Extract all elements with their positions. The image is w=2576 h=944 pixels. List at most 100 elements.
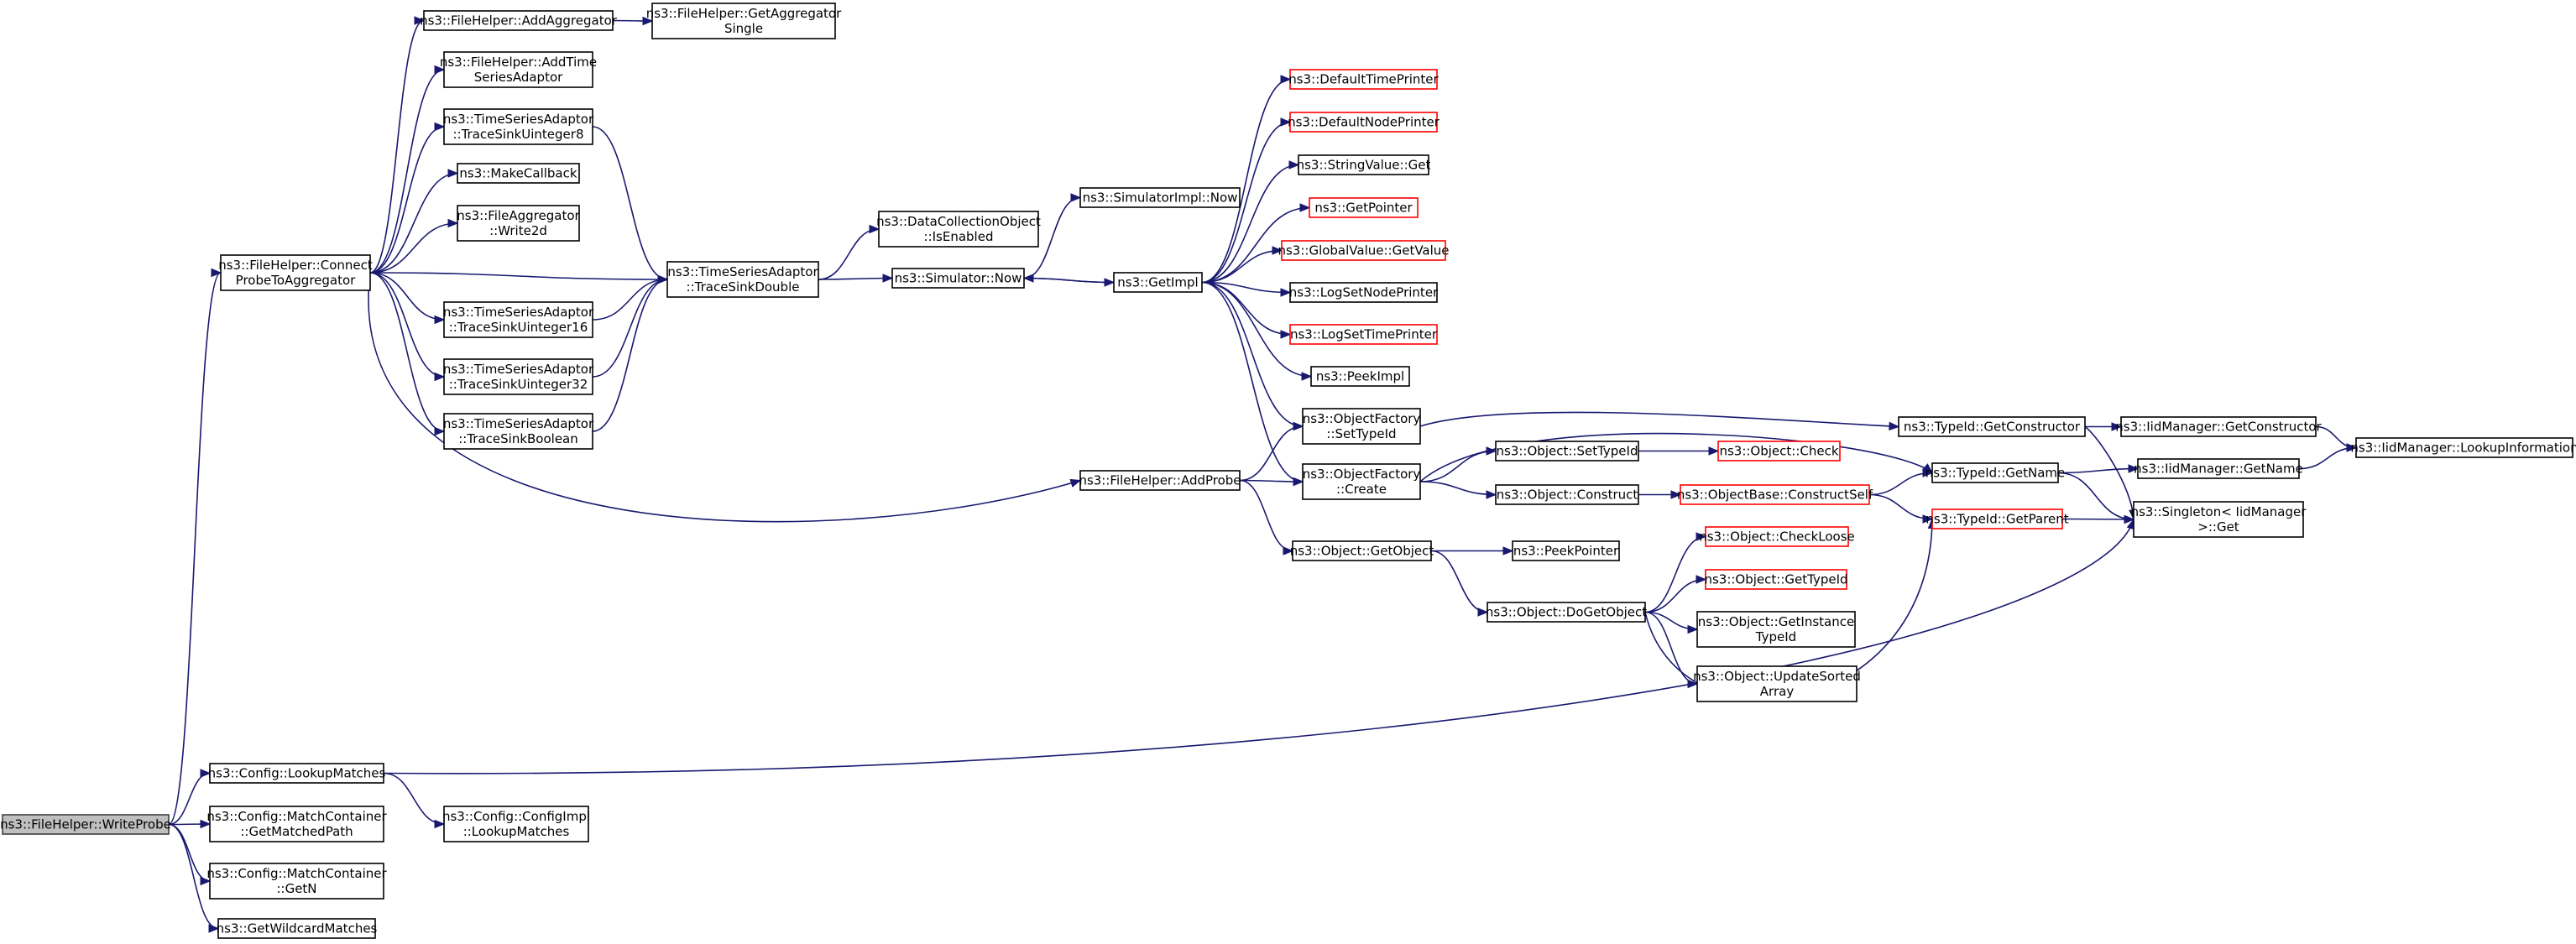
node-write2d[interactable]: ns3::FileAggregator::Write2d: [457, 205, 581, 242]
node-addagg[interactable]: ns3::FileHelper::AddAggregator: [420, 10, 618, 31]
node-dcoenabled[interactable]: ns3::DataCollectionObject::IsEnabled: [876, 211, 1041, 248]
node-iidgetctor[interactable]: ns3::IidManager::GetConstructor: [2115, 416, 2323, 437]
edge-addprobe-to-getobject: [1239, 479, 1293, 552]
node-objgettid[interactable]: ns3::Object::GetTypeId: [1704, 569, 1848, 590]
node-box: [1705, 569, 1847, 590]
node-lookupmatches[interactable]: ns3::Config::LookupMatches: [208, 763, 386, 784]
arrowhead-getimpl-to-strget: [1288, 160, 1300, 170]
node-label: ns3::PeekPointer: [1513, 544, 1619, 559]
node-logsettime[interactable]: ns3::LogSetTimePrinter: [1289, 324, 1438, 345]
edge-writeprobe-to-connect: [168, 272, 222, 826]
node-mcgetpath[interactable]: ns3::Config::MatchContainer::GetMatchedP…: [206, 806, 387, 842]
node-objcheck[interactable]: ns3::Object::Check: [1717, 441, 1841, 462]
edge-connect-to-addagg: [369, 19, 425, 274]
node-deftime[interactable]: ns3::DefaultTimePrinter: [1288, 69, 1440, 90]
node-label: ::GetMatchedPath: [240, 824, 353, 839]
node-ofcreate[interactable]: ns3::ObjectFactory::Create: [1302, 463, 1421, 500]
node-addprobe[interactable]: ns3::FileHelper::AddProbe: [1079, 470, 1241, 491]
edge-connect-to-write2d: [369, 222, 458, 274]
node-label: ::GetN: [276, 881, 316, 896]
node-box: [1512, 540, 1620, 561]
edge-tidgetname-to-iidgetname: [2057, 467, 2139, 474]
node-box: [1298, 154, 1429, 175]
node-iidgetname[interactable]: ns3::IidManager::GetName: [2134, 458, 2303, 479]
edge-getimpl-to-ofcreate: [1201, 281, 1304, 482]
node-label: ::TraceSinkBoolean: [458, 431, 578, 446]
nodes-layer: ns3::FileHelper::WriteProbe ns3::FileHelp…: [0, 3, 2576, 939]
node-ofsettid[interactable]: ns3::ObjectFactory::SetTypeId: [1302, 408, 1421, 445]
node-objconstruct[interactable]: ns3::Object::Construct: [1495, 484, 1639, 505]
node-checkloose[interactable]: ns3::Object::CheckLoose: [1699, 526, 1855, 547]
node-tidgetname[interactable]: ns3::TypeId::GetName: [1925, 462, 2065, 483]
arrowhead-getimpl-to-deftime: [1280, 75, 1292, 84]
node-strget[interactable]: ns3::StringValue::Get: [1297, 154, 1431, 175]
edge-ofcreate-to-objsettid: [1419, 450, 1497, 482]
node-label: ns3::FileHelper::GetAggregator: [646, 6, 842, 21]
node-tsu32[interactable]: ns3::TimeSeriesAdaptor::TraceSinkUintege…: [443, 358, 594, 395]
node-box: [1079, 187, 1241, 208]
arrowhead-objsettid-to-objcheck: [1708, 446, 1720, 456]
node-label: ns3::MakeCallback: [459, 166, 577, 181]
node-peekpointer[interactable]: ns3::PeekPointer: [1512, 540, 1620, 561]
edge-getimpl-to-logsettime: [1201, 281, 1291, 336]
node-tidgetparent[interactable]: ns3::TypeId::GetParent: [1925, 509, 2069, 529]
arrowhead-obconstructself-to-tidgetname: [1922, 468, 1934, 477]
node-getimpl[interactable]: ns3::GetImpl: [1113, 272, 1203, 293]
node-iidlookup[interactable]: ns3::IidManager::LookupInformation: [2350, 437, 2576, 458]
node-box: [443, 806, 589, 842]
node-dogetobject[interactable]: ns3::Object::DoGetObject: [1486, 602, 1647, 623]
node-logsetnode[interactable]: ns3::LogSetNodePrinter: [1289, 282, 1439, 303]
node-obconstructself[interactable]: ns3::ObjectBase::ConstructSelf: [1677, 484, 1873, 505]
node-tidgetctor[interactable]: ns3::TypeId::GetConstructor: [1898, 416, 2086, 437]
node-label: ::TraceSinkUinteger32: [449, 377, 588, 392]
node-objsettid[interactable]: ns3::Object::SetTypeId: [1495, 441, 1639, 462]
arrowhead-connect-to-tsu32: [434, 372, 446, 382]
edge-dogetobject-to-updsorted: [1644, 611, 1698, 685]
node-peekimpl[interactable]: ns3::PeekImpl: [1310, 366, 1410, 387]
node-label: ns3::LogSetTimePrinter: [1290, 327, 1438, 342]
arrowhead-dogetobject-to-getinsttid: [1687, 624, 1699, 634]
node-label: ns3::GetWildcardMatches: [217, 921, 378, 936]
node-cfgimpllookup[interactable]: ns3::Config::ConfigImpl::LookupMatches: [442, 806, 590, 842]
node-tsu8[interactable]: ns3::TimeSeriesAdaptor::TraceSinkUintege…: [443, 108, 594, 145]
edge-tsdouble-to-simnow: [818, 277, 893, 280]
node-defnode[interactable]: ns3::DefaultNodePrinter: [1288, 112, 1440, 133]
node-tsdouble[interactable]: ns3::TimeSeriesAdaptor::TraceSinkDouble: [666, 261, 819, 298]
arrowhead-connect-to-addagg: [414, 16, 426, 25]
node-singleton[interactable]: ns3::Singleton< IidManager>::Get: [2131, 501, 2307, 538]
node-box: [220, 254, 371, 291]
arrowhead-addprobe-to-ofsettid: [1293, 421, 1304, 431]
node-getobject[interactable]: ns3::Object::GetObject: [1290, 540, 1434, 561]
node-box: [1931, 509, 2063, 529]
node-connect[interactable]: ns3::FileHelper::ConnectProbeToAggregato…: [218, 254, 373, 291]
node-mcgetn[interactable]: ns3::Config::MatchContainer::GetN: [206, 863, 387, 900]
node-simnow[interactable]: ns3::Simulator::Now: [891, 268, 1025, 289]
edge-ofsettid-to-tidgetctor: [1419, 411, 1899, 428]
node-label: ns3::IidManager::GetConstructor: [2115, 420, 2322, 435]
edge-connect-to-tsbool: [369, 272, 445, 432]
node-wildcard[interactable]: ns3::GetWildcardMatches: [217, 918, 378, 939]
node-box: [209, 763, 384, 784]
arrowhead-ofcreate-to-objsettid: [1486, 446, 1497, 456]
node-label: SeriesAdaptor: [474, 70, 563, 85]
node-tsbool[interactable]: ns3::TimeSeriesAdaptor::TraceSinkBoolean: [443, 413, 594, 450]
node-gvget[interactable]: ns3::GlobalValue::GetValue: [1278, 240, 1450, 261]
node-writeprobe[interactable]: ns3::FileHelper::WriteProbe: [0, 814, 171, 835]
edge-addprobe-to-ofsettid: [1239, 425, 1304, 482]
node-tsu16[interactable]: ns3::TimeSeriesAdaptor::TraceSinkUintege…: [443, 301, 594, 338]
node-label: ns3::TypeId::GetConstructor: [1904, 420, 2081, 435]
node-simimplnow[interactable]: ns3::SimulatorImpl::Now: [1079, 187, 1241, 208]
node-box: [217, 918, 376, 939]
node-label: ns3::Object::GetObject: [1290, 544, 1434, 559]
edge-dogetobject-to-checkloose: [1644, 535, 1706, 613]
node-box: [443, 108, 593, 145]
node-label: ns3::FileAggregator: [457, 208, 580, 223]
edges-layer: [168, 16, 2358, 933]
edge-tsu16-to-tsdouble: [592, 279, 668, 321]
node-makecb[interactable]: ns3::MakeCallback: [457, 163, 580, 184]
node-getptr[interactable]: ns3::GetPointer: [1309, 197, 1419, 218]
